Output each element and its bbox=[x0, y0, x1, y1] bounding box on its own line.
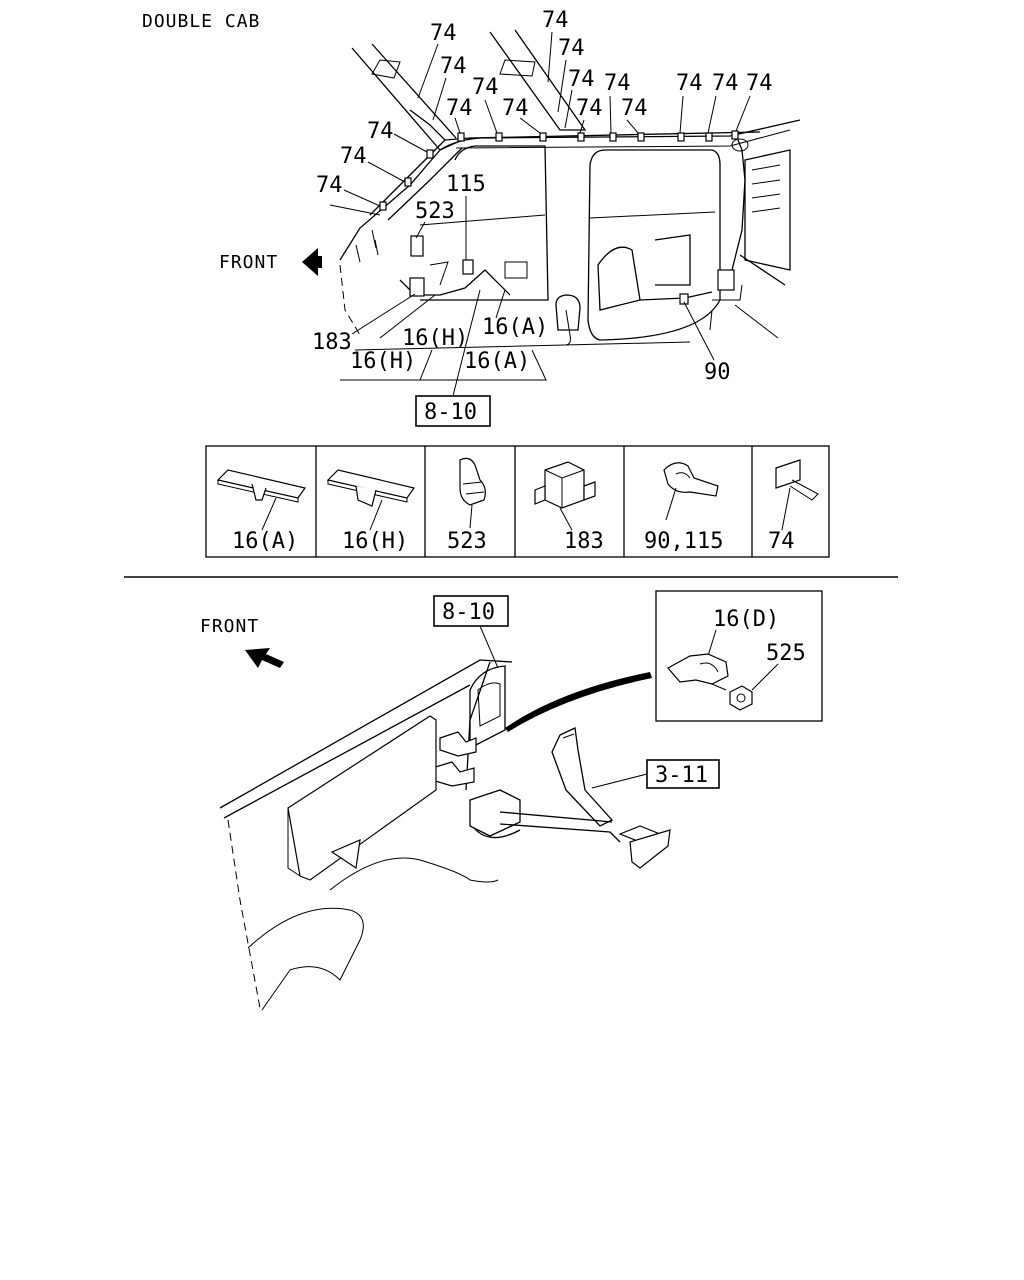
svg-text:74: 74 bbox=[430, 21, 457, 46]
label-115: 115 bbox=[446, 172, 486, 197]
legend-label-74: 74 bbox=[768, 529, 795, 554]
svg-text:74: 74 bbox=[676, 71, 703, 96]
label-16a-b: 16(A) bbox=[464, 349, 530, 374]
detail-pointer bbox=[505, 672, 652, 732]
ref-8-10-upper: 8-10 bbox=[424, 400, 477, 425]
clip-523 bbox=[410, 235, 424, 257]
label-523: 523 bbox=[415, 199, 455, 224]
svg-text:74: 74 bbox=[472, 75, 499, 100]
svg-text:74: 74 bbox=[576, 96, 603, 121]
svg-text:74: 74 bbox=[440, 54, 467, 79]
front-arrow-lower bbox=[245, 648, 284, 668]
detail-nut-525 bbox=[729, 685, 753, 711]
upper-harness-diagram: FRONT 74 74 74 74 74 74 74 74 74 74 74 bbox=[219, 8, 801, 427]
connector-183 bbox=[409, 277, 425, 297]
svg-text:74: 74 bbox=[542, 8, 569, 33]
ref-box-8-10-upper bbox=[415, 395, 491, 427]
brake-pedal-pad bbox=[629, 829, 671, 869]
clip-74-callouts: 74 74 74 74 74 74 74 74 74 74 74 74 74 bbox=[316, 8, 773, 207]
front-label-upper: FRONT bbox=[219, 252, 278, 273]
legend-label-90-115: 90,115 bbox=[644, 529, 723, 554]
lower-pedal-diagram: FRONT 8-10 bbox=[200, 590, 823, 1011]
front-label-lower: FRONT bbox=[200, 616, 259, 637]
legend-label-16a: 16(A) bbox=[232, 529, 298, 554]
label-183: 183 bbox=[312, 330, 352, 355]
svg-text:74: 74 bbox=[712, 71, 739, 96]
svg-text:74: 74 bbox=[367, 119, 394, 144]
svg-text:74: 74 bbox=[604, 71, 631, 96]
svg-text:74: 74 bbox=[340, 144, 367, 169]
legend-connector-183 bbox=[534, 461, 596, 531]
clip-115 bbox=[462, 259, 474, 275]
diagram-title: DOUBLE CAB bbox=[142, 11, 260, 32]
svg-text:74: 74 bbox=[621, 96, 648, 121]
detail-label-16d: 16(D) bbox=[713, 607, 779, 632]
label-16a-a: 16(A) bbox=[482, 315, 548, 340]
legend-label-183: 183 bbox=[564, 529, 604, 554]
detail-inset bbox=[655, 590, 823, 722]
ref-8-10-lower: 8-10 bbox=[442, 600, 495, 625]
legend-clip-16a bbox=[216, 469, 307, 531]
legend-clip-90-115 bbox=[663, 462, 719, 521]
label-16h-b: 16(H) bbox=[350, 349, 416, 374]
label-16h-a: 16(H) bbox=[402, 326, 468, 351]
pedal-bracket bbox=[469, 789, 521, 837]
ref-box-3-11 bbox=[646, 759, 720, 789]
detail-label-525: 525 bbox=[766, 641, 806, 666]
svg-text:74: 74 bbox=[502, 96, 529, 121]
svg-text:74: 74 bbox=[746, 71, 773, 96]
svg-text:74: 74 bbox=[316, 173, 343, 198]
insulation-pad bbox=[287, 715, 437, 881]
detail-clip-16d bbox=[667, 653, 729, 685]
svg-text:74: 74 bbox=[446, 96, 473, 121]
legend-clip-16h bbox=[326, 469, 415, 531]
svg-text:74: 74 bbox=[558, 36, 585, 61]
legend-clip-523 bbox=[459, 457, 486, 529]
label-90: 90 bbox=[704, 360, 731, 385]
legend-label-523: 523 bbox=[447, 529, 487, 554]
legend-label-16h: 16(H) bbox=[342, 529, 408, 554]
svg-text:74: 74 bbox=[568, 67, 595, 92]
clip-16d-upper bbox=[439, 731, 477, 757]
ref-3-11: 3-11 bbox=[655, 763, 708, 788]
front-arrow-upper bbox=[302, 248, 322, 276]
pedal-arm bbox=[551, 727, 614, 827]
legend-tie-74 bbox=[775, 459, 819, 531]
roof-clips bbox=[379, 130, 739, 211]
parts-legend: 16(A) 16(H) 523 183 bbox=[205, 445, 830, 558]
ref-box-8-10-lower bbox=[433, 595, 509, 627]
